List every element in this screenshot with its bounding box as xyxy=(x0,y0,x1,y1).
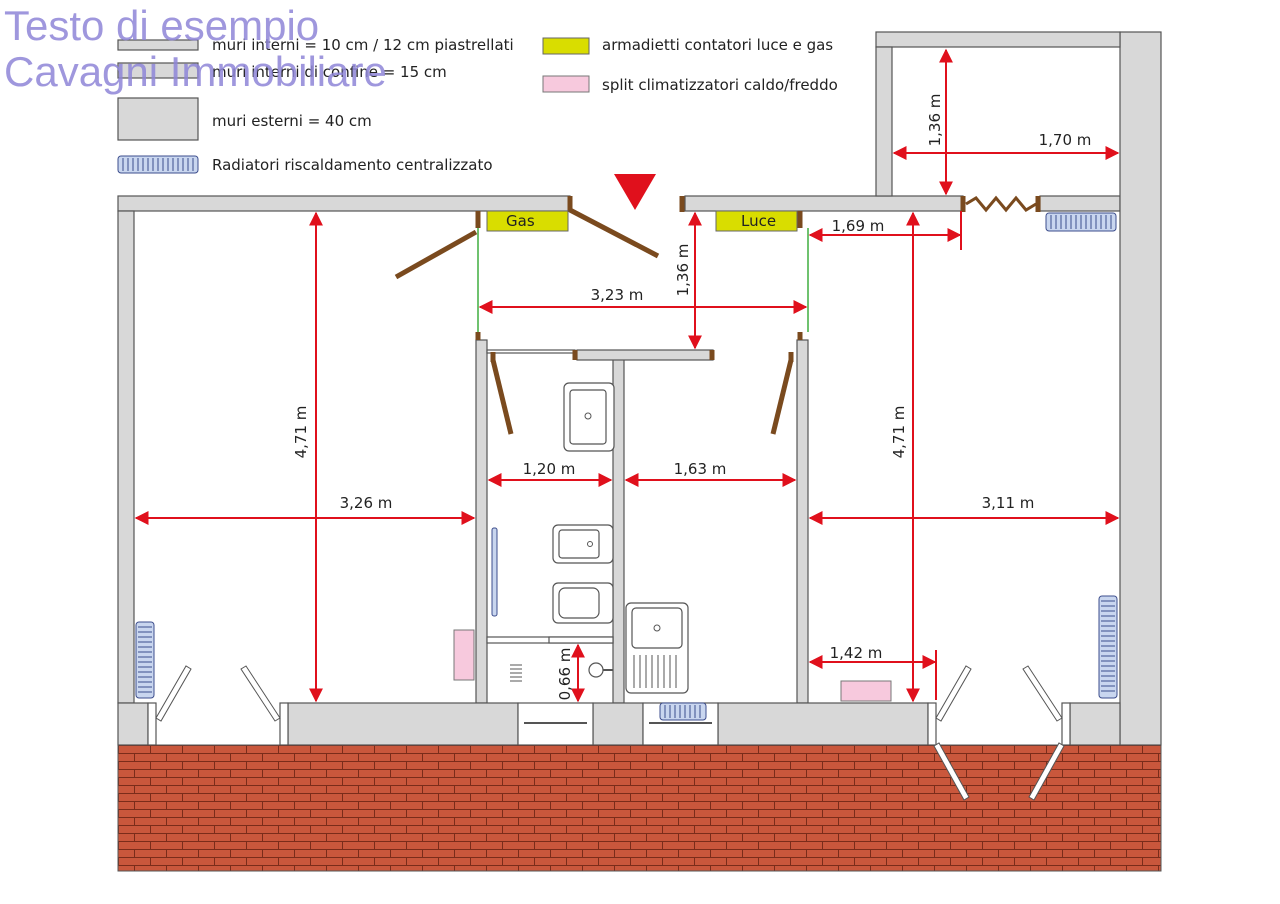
dim-right-width: 3,11 m xyxy=(982,494,1035,512)
gas-cabinet-label: Gas xyxy=(506,212,535,230)
dim-shower-depth: 0,66 m xyxy=(556,648,574,701)
legend-boundary-wall-swatch xyxy=(117,62,199,79)
dim-left-width: 3,26 m xyxy=(340,494,393,512)
legend-inner-wall-swatch xyxy=(117,39,199,51)
towel-radiator-icon xyxy=(491,527,498,617)
shower-head-icon xyxy=(588,662,604,678)
shower-drain-icon xyxy=(510,664,522,682)
luce-cabinet: Luce xyxy=(715,210,798,232)
radiator-left-icon xyxy=(135,621,155,699)
dim-top-room-height: 1,36 m xyxy=(926,94,944,147)
split-ac-right-icon xyxy=(840,680,892,702)
radiator-top-right-icon xyxy=(1045,212,1117,232)
dimension-labels: 1,36 m 1,70 m 1,69 m 1,36 m 3,23 m 4,71 … xyxy=(292,94,1091,701)
dim-left-height: 4,71 m xyxy=(292,406,310,459)
legend-split-ac: split climatizzatori caldo/freddo xyxy=(602,76,838,94)
radiator-right-icon xyxy=(1098,595,1118,699)
dim-right-height: 4,71 m xyxy=(890,406,908,459)
windows xyxy=(155,665,1065,801)
walls xyxy=(117,31,1162,746)
bathroom-fixtures xyxy=(486,382,615,682)
luce-cabinet-label: Luce xyxy=(741,212,776,230)
legend-outer-wall-swatch xyxy=(117,97,199,141)
dim-entry-width: 3,23 m xyxy=(591,286,644,304)
dim-window-width: 1,42 m xyxy=(830,644,883,662)
dimension-lines xyxy=(134,48,1120,703)
dim-right-top-width: 1,69 m xyxy=(832,217,885,235)
legend-cabinet-swatch xyxy=(542,37,590,55)
legend-boundary-walls: muri interni di confine = 15 cm xyxy=(212,63,447,81)
legend-meter-cabinets: armadietti contatori luce e gas xyxy=(602,36,833,54)
legend: muri interni = 10 cm / 12 cm piastrellat… xyxy=(117,36,838,174)
watermark-line1: Testo di esempio xyxy=(4,2,319,49)
split-ac-left-icon xyxy=(453,629,475,681)
gas-cabinet: Gas xyxy=(486,210,569,232)
legend-radiator-swatch xyxy=(117,155,199,174)
legend-outer-walls: muri esterni = 40 cm xyxy=(212,112,372,130)
dim-entry-height: 1,36 m xyxy=(674,244,692,297)
terrace-tiles xyxy=(117,744,1162,872)
radiator-kitchen-icon xyxy=(659,702,707,721)
dim-top-room-width: 1,70 m xyxy=(1039,131,1092,149)
dim-bath-width: 1,20 m xyxy=(523,460,576,478)
legend-inner-walls: muri interni = 10 cm / 12 cm piastrellat… xyxy=(212,36,514,54)
watermark: Testo di esempio Cavagni Immobiliare xyxy=(4,2,387,95)
dim-kitchen-width: 1,63 m xyxy=(674,460,727,478)
legend-radiators: Radiatori riscaldamento centralizzato xyxy=(212,156,493,174)
entrance-arrow-icon xyxy=(614,174,656,210)
doors xyxy=(394,195,1041,435)
watermark-line2: Cavagni Immobiliare xyxy=(4,48,387,95)
legend-split-swatch xyxy=(542,75,590,93)
kitchen-fixtures xyxy=(625,602,689,694)
